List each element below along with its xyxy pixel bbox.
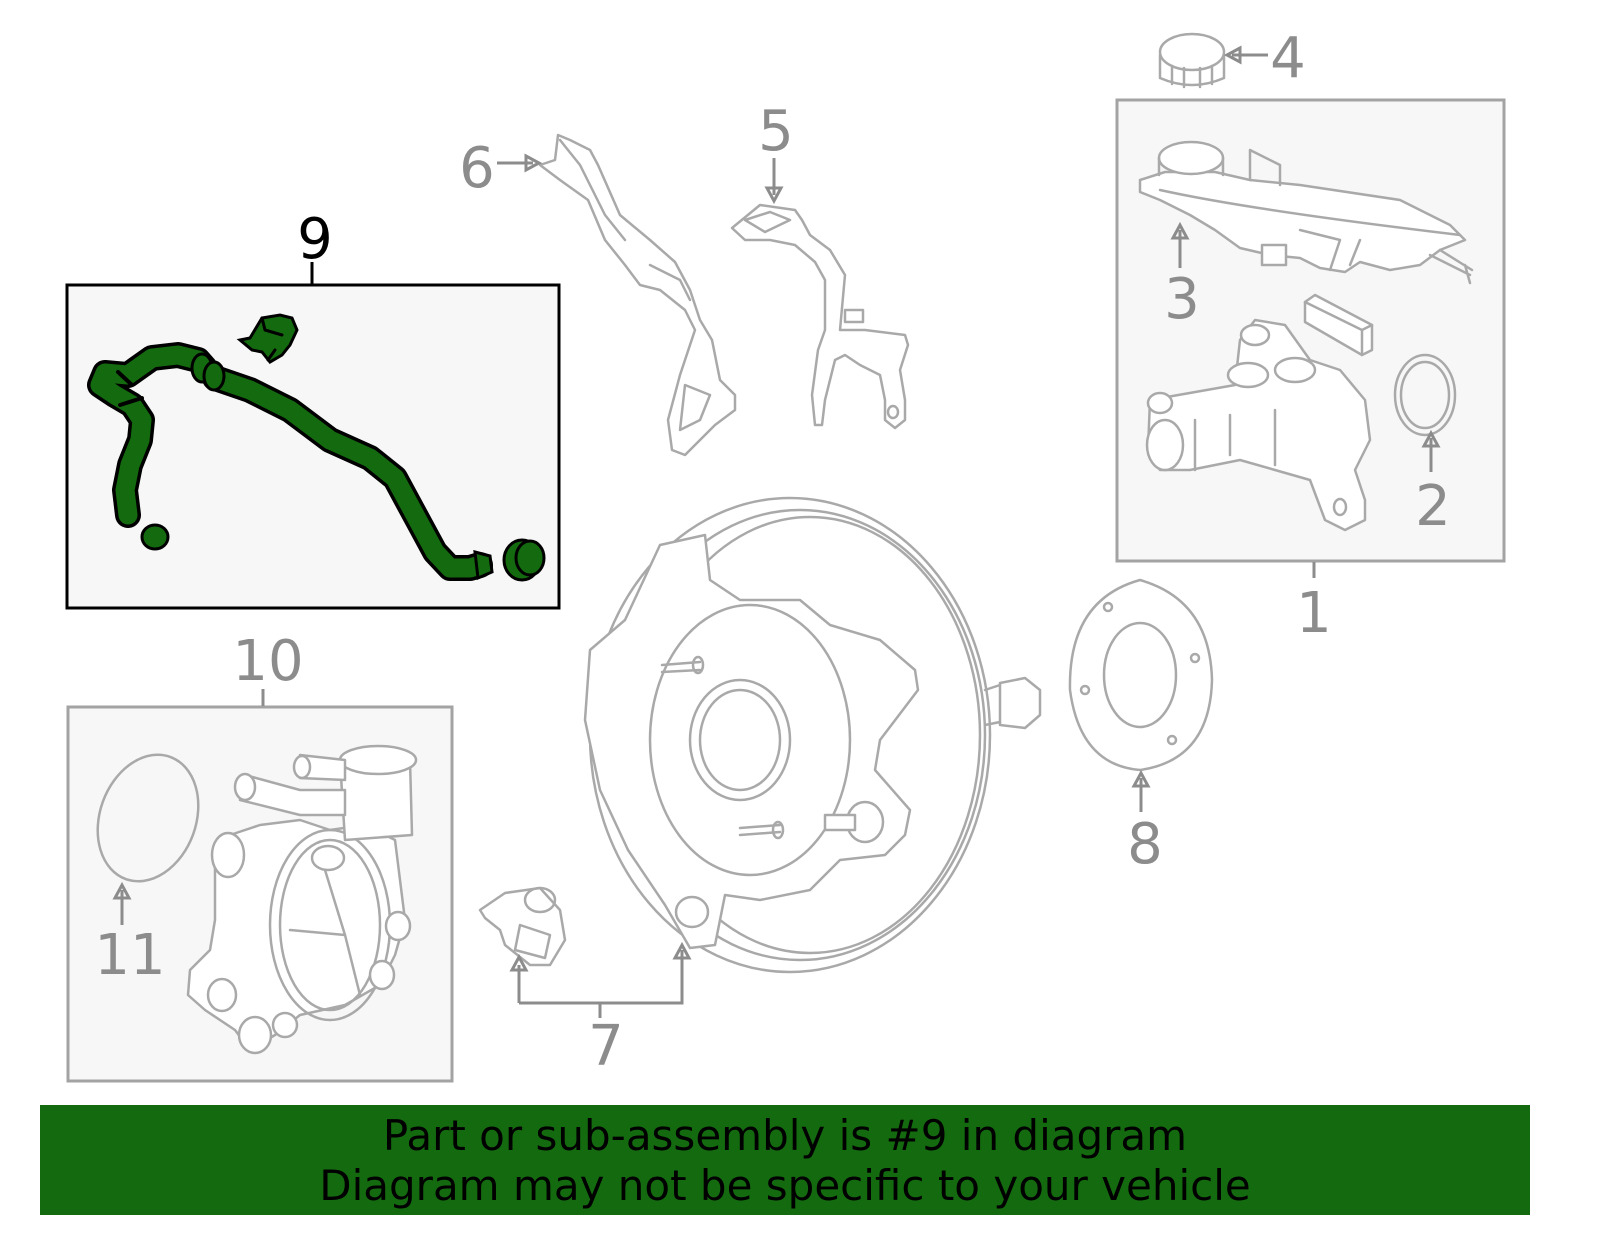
callout-3: 3 [1164,267,1200,332]
vacuum-pump[interactable] [186,744,418,1055]
sensor-part-7[interactable] [478,886,567,967]
o-ring-part-11[interactable] [81,741,216,896]
vacuum-hose-part-9[interactable] [87,313,546,582]
callout-11: 11 [94,923,165,988]
callout-9: 9 [297,207,333,272]
callout-6: 6 [459,136,495,201]
callout-1: 1 [1296,581,1332,646]
o-ring-part-2[interactable] [1393,353,1457,437]
callout-5: 5 [758,99,794,164]
callout-4: 4 [1270,26,1306,91]
info-banner: Part or sub-assembly is #9 in diagram Di… [40,1105,1530,1215]
bracket-part-6[interactable] [538,133,737,457]
leader-lines [112,45,1441,1018]
bracket-part-5[interactable] [730,203,910,430]
reservoir-part-3[interactable] [1138,140,1474,285]
gasket-part-8[interactable] [1068,578,1214,772]
reservoir-cap-part-4[interactable] [1158,32,1226,89]
callout-8: 8 [1127,812,1163,877]
master-cylinder-body[interactable] [1145,318,1372,532]
callout-10: 10 [232,629,303,694]
banner-line-1: Part or sub-assembly is #9 in diagram [382,1111,1188,1160]
seal-strip[interactable] [1303,293,1374,357]
brake-booster[interactable] [583,496,1042,974]
callout-7: 7 [588,1014,624,1079]
callout-2: 2 [1415,474,1451,539]
banner-line-2: Diagram may not be specific to your vehi… [319,1161,1251,1210]
